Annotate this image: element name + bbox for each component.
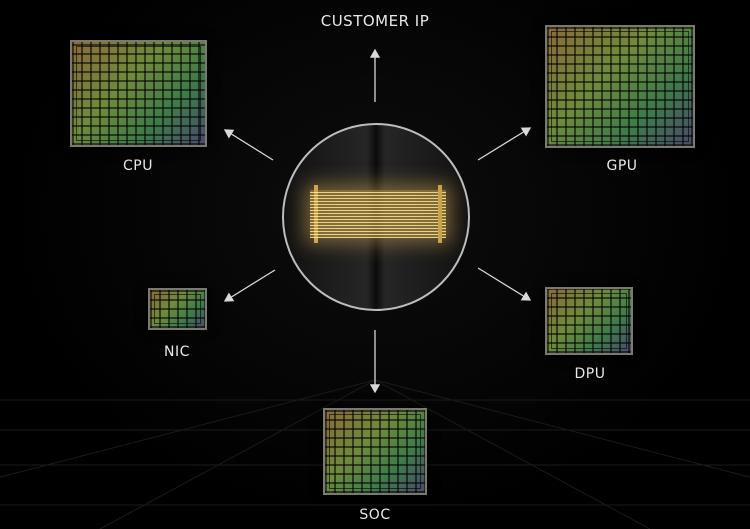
interconnect-bridge xyxy=(310,190,446,238)
gpu-label: GPU xyxy=(606,158,638,174)
arrow-cpu xyxy=(223,129,274,161)
cpu-chip xyxy=(70,40,207,147)
interconnect-circle xyxy=(282,123,470,311)
dpu-label: DPU xyxy=(574,366,606,382)
nic-chip xyxy=(148,288,207,330)
bridge-right-edge xyxy=(438,185,442,243)
soc-chip xyxy=(323,408,427,495)
nic-label: NIC xyxy=(164,344,190,360)
cpu-label: CPU xyxy=(123,158,153,174)
soc-label: SOC xyxy=(359,507,391,523)
arrow-gpu xyxy=(477,127,532,161)
gpu-chip xyxy=(545,25,695,148)
arrow-dpu xyxy=(477,267,532,301)
arrow-nic xyxy=(223,269,276,302)
dpu-chip xyxy=(545,287,633,355)
customer-ip-label: CUSTOMER IP xyxy=(320,12,430,30)
